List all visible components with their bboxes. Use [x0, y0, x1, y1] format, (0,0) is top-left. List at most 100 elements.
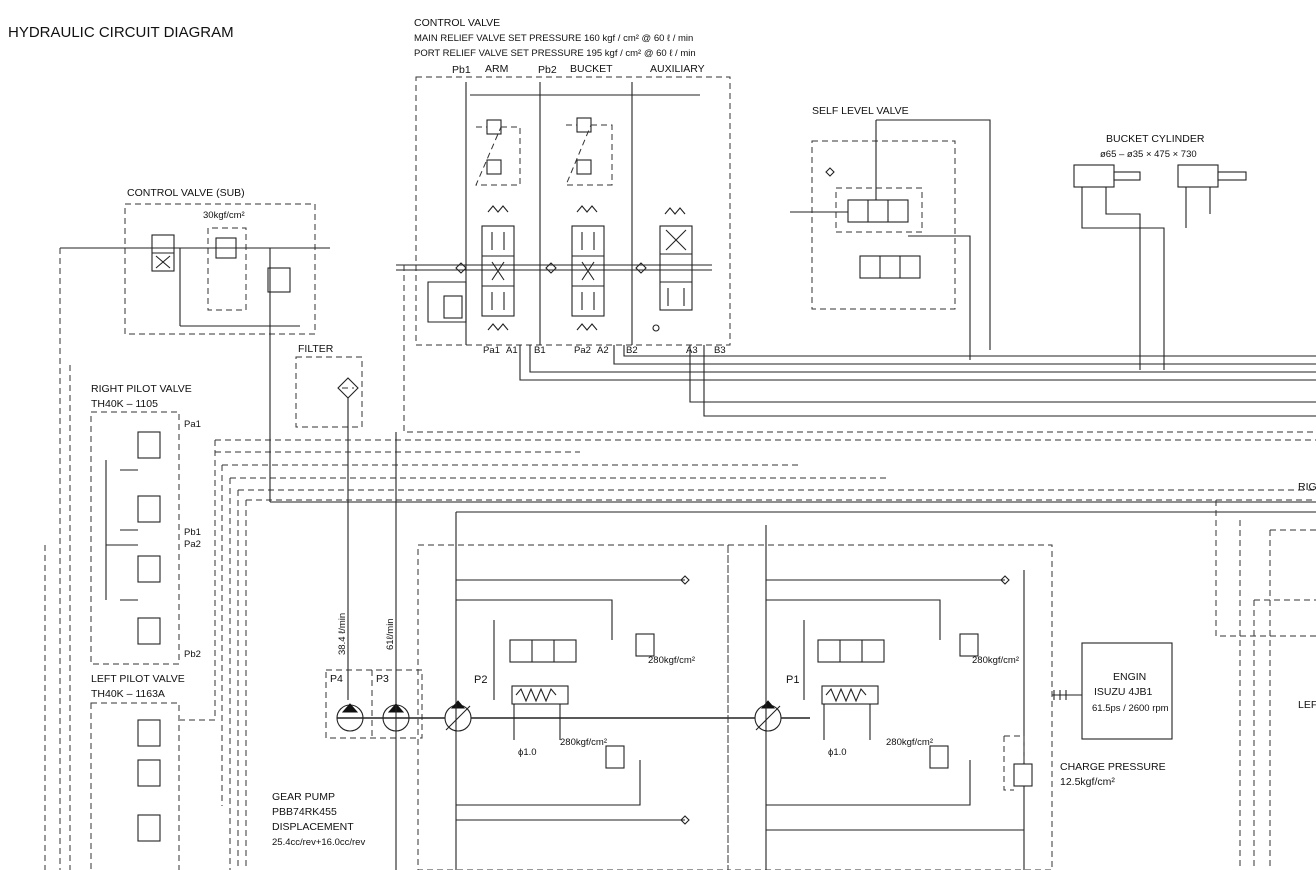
flow-p3: 61ℓ/min [385, 618, 396, 650]
spool-arm [481, 205, 515, 331]
port-label-b1: B1 [534, 345, 546, 356]
pump-p2: P2 280kgf/cm² 280kgf/cm² ϕ1.0 [417, 512, 729, 870]
pump-p1-housing [727, 544, 1053, 870]
spool-auxiliary [652, 207, 693, 332]
pilot-spool [137, 555, 161, 583]
self-level-valve-housing [811, 140, 956, 310]
bucket-cylinder-title: BUCKET CYLINDER [1106, 133, 1205, 145]
relief-valve-p2-a [635, 633, 655, 657]
left-pilot-valve-title: LEFT PILOT VALVE [91, 673, 185, 685]
pilot-port-pa1: Pa1 [184, 419, 201, 430]
sub-relief-pressure: 30kgf/cm² [203, 210, 245, 221]
gear-pump-displacement-label: DISPLACEMENT [272, 821, 354, 833]
gear-pump-model: PBB74RK455 [272, 806, 337, 818]
port-relief-valve [486, 159, 502, 175]
edge-label-right: RIG [1298, 481, 1316, 493]
self-level-spool-lower [859, 255, 921, 279]
gear-pump: P4 P3 38.4 ℓ/min 61ℓ/min GEAR PUMP PBB74… [272, 432, 810, 870]
port-relief-valve [486, 119, 502, 135]
control-valve-title: CONTROL VALVE [414, 17, 500, 29]
port-relief-valve [576, 159, 592, 175]
pump-p1-regulator [817, 639, 885, 663]
port-relief-valve [576, 117, 592, 133]
port-label-b2: B2 [626, 345, 638, 356]
pilot-spool [137, 759, 161, 787]
control-valve-sub: CONTROL VALVE (SUB) 30kgf/cm² [60, 187, 330, 335]
relief-p1-b-pressure: 280kgf/cm² [886, 737, 933, 748]
main-relief-spec: MAIN RELIEF VALVE SET PRESSURE 160 kgf /… [414, 33, 693, 44]
charge-pressure: CHARGE PRESSURE 12.5kgf/cm² [1003, 735, 1166, 791]
gear-pump-displacement: 25.4cc/rev+16.0cc/rev [272, 837, 365, 848]
relief-p2-a-pressure: 280kgf/cm² [648, 655, 695, 666]
port-label-pa2: Pa2 [574, 345, 591, 356]
control-valve-sub-housing [124, 203, 316, 335]
bucket-cylinder-right [1177, 164, 1219, 188]
relief-p1-a-pressure: 280kgf/cm² [972, 655, 1019, 666]
pump-port-p4: P4 [330, 673, 343, 685]
makeup-valve [443, 295, 463, 319]
pilot-spool [137, 431, 161, 459]
section-label-auxiliary: AUXILIARY [650, 63, 705, 75]
port-label-pa1: Pa1 [483, 345, 500, 356]
pump-port-p3: P3 [376, 673, 389, 685]
pump-p2-regulator [509, 639, 577, 663]
pilot-spool [137, 617, 161, 645]
port-relief-spec: PORT RELIEF VALVE SET PRESSURE 195 kgf /… [414, 48, 696, 59]
flow-p4: 38.4 ℓ/min [337, 613, 348, 655]
charge-pressure-value: 12.5kgf/cm² [1060, 776, 1115, 788]
pilot-spool [137, 814, 161, 842]
port-label-a1: A1 [506, 345, 518, 356]
pump-p1-servo [821, 685, 879, 705]
pump-p2-label: P2 [474, 674, 487, 686]
diagram-title: HYDRAULIC CIRCUIT DIAGRAM [8, 24, 234, 41]
charge-relief-valve [1013, 763, 1033, 787]
engine-model: ISUZU 4JB1 [1094, 686, 1153, 698]
relief-p2-b-pressure: 280kgf/cm² [560, 737, 607, 748]
engine-rating: 61.5ps / 2600 rpm [1092, 703, 1169, 714]
sub-check-valve [267, 267, 291, 293]
bucket-cylinder-left [1073, 164, 1115, 188]
right-pilot-valve: RIGHT PILOT VALVE TH40K – 1105 Pa1 Pb1 P… [90, 383, 201, 665]
control-valve-housing [415, 76, 731, 346]
port-label-pb2: Pb2 [538, 64, 557, 76]
pilot-spool [137, 719, 161, 747]
pump-p1: P1 280kgf/cm² 280kgf/cm² ϕ1.0 [727, 525, 1053, 870]
gear-pump-label: GEAR PUMP [272, 791, 335, 803]
pump-p1-label: P1 [786, 674, 799, 686]
left-pilot-valve-model: TH40K – 1163A [91, 688, 165, 700]
right-pilot-valve-model: TH40K – 1105 [91, 398, 158, 410]
self-level-valve: SELF LEVEL VALVE [790, 105, 991, 360]
port-label-b3: B3 [714, 345, 726, 356]
relief-valve-p2-b [605, 745, 625, 769]
filter-housing [295, 356, 363, 428]
orifice-p1: ϕ1.0 [828, 747, 847, 758]
self-level-spool-upper [847, 199, 909, 223]
left-pilot-valve: LEFT PILOT VALVE TH40K – 1163A [90, 673, 185, 870]
section-label-bucket: BUCKET [570, 63, 613, 75]
port-label-a3: A3 [686, 345, 698, 356]
pilot-port-pb1: Pb1 [184, 527, 201, 538]
pump-p2-servo [511, 685, 569, 705]
bucket-cylinder-spec: ø65 – ø35 × 475 × 730 [1100, 149, 1197, 160]
left-pilot-valve-housing [90, 702, 180, 870]
pilot-spool [137, 495, 161, 523]
edge-label-left: LEF [1298, 699, 1316, 711]
bucket-cylinder: BUCKET CYLINDER ø65 – ø35 × 475 × 730 [1073, 133, 1247, 370]
filter: FILTER [295, 343, 363, 700]
engine: ENGIN ISUZU 4JB1 61.5ps / 2600 rpm [1052, 642, 1173, 740]
port-label-a2: A2 [597, 345, 609, 356]
relief-valve-p1-a [959, 633, 979, 657]
pilot-port-pb2: Pb2 [184, 649, 201, 660]
pilot-port-pa2: Pa2 [184, 539, 201, 550]
spool-bucket [571, 205, 605, 331]
filter-title: FILTER [298, 343, 334, 355]
engine-title: ENGIN [1113, 671, 1146, 683]
right-pilot-valve-title: RIGHT PILOT VALVE [91, 383, 192, 395]
control-valve: CONTROL VALVE MAIN RELIEF VALVE SET PRES… [396, 17, 731, 356]
right-pilot-valve-housing [90, 411, 180, 665]
port-label-pb1: Pb1 [452, 64, 471, 76]
charge-pressure-label: CHARGE PRESSURE [1060, 761, 1166, 773]
relief-valve-p1-b [929, 745, 949, 769]
section-label-arm: ARM [485, 63, 508, 75]
